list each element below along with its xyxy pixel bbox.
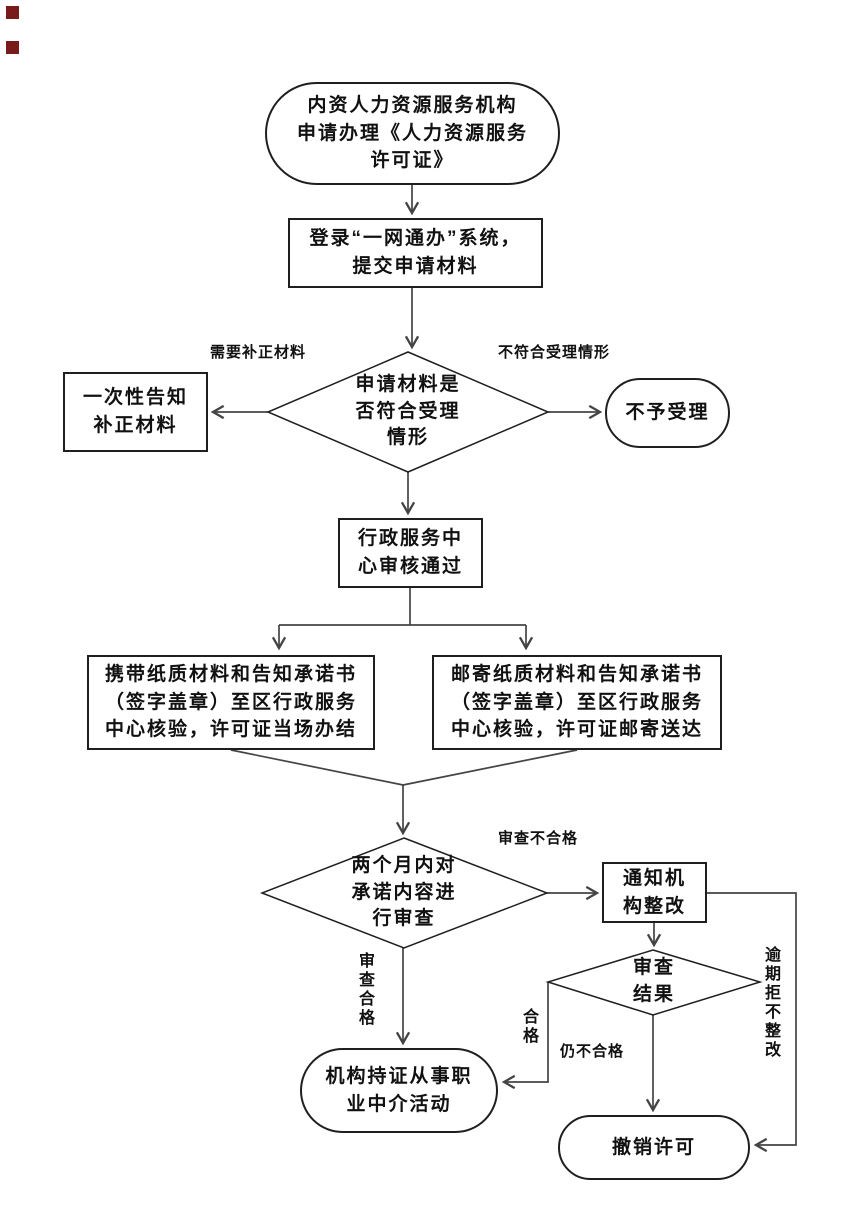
node-line: 中心核验，许可证邮寄送达 — [450, 719, 703, 741]
node-decision-review: 两个月内对 承诺内容进 行审查 — [304, 851, 504, 935]
node-line: 构整改 — [622, 895, 686, 917]
label-pass: 合格 — [520, 1008, 537, 1046]
connector-merge-left — [230, 749, 404, 786]
red-square-marker — [6, 41, 19, 54]
node-line: 申请材料是 — [355, 373, 461, 395]
node-line: （签字盖章）至区行政服务 — [104, 691, 357, 713]
node-line: 承诺内容进 — [351, 881, 457, 903]
node-line: 情形 — [386, 427, 429, 449]
label-review-pass: 审查合格 — [356, 952, 373, 1028]
node-submit-application: 登录“一网通办”系统， 提交申请材料 — [288, 218, 543, 288]
node-line: 提交申请材料 — [352, 256, 479, 277]
node-line: 审查 — [632, 957, 675, 979]
node-line: 行政服务中 — [357, 528, 463, 550]
node-notify-rectify: 通知机 构整改 — [602, 862, 707, 923]
node-line: 中心核验，许可证当场办结 — [104, 719, 357, 741]
node-line: 申请办理《人力资源服务 — [296, 122, 528, 144]
node-line: 不予受理 — [625, 402, 710, 424]
node-line: 通知机 — [622, 867, 686, 889]
label-not-meet-acceptance: 不符合受理情形 — [498, 344, 611, 361]
label-review-fail: 审查不合格 — [498, 830, 579, 847]
node-line: 一次性告知 — [82, 387, 188, 409]
connector-decision3-to-operate — [501, 982, 549, 1090]
node-line: 业中介活动 — [346, 1093, 452, 1115]
decision-diamond-review — [259, 837, 550, 949]
node-decision-accept: 申请材料是 否符合受理 情形 — [308, 370, 508, 454]
node-line: 撤销许可 — [611, 1136, 696, 1158]
decision-diamond-result — [545, 949, 763, 1016]
node-bring-paper: 携带纸质材料和告知承诺书 （签字盖章）至区行政服务 中心核验，许可证当场办结 — [87, 655, 375, 750]
node-line: 心审核通过 — [357, 556, 463, 577]
node-line: 登录“一网通办”系统， — [309, 228, 522, 250]
label-overdue-refuse-rectify: 逾期拒不整改 — [762, 946, 779, 1060]
node-reject: 不予受理 — [605, 378, 730, 448]
connector-rectify-to-revoke — [707, 892, 797, 1153]
node-line: 邮寄纸质材料和告知承诺书 — [450, 664, 703, 686]
node-line: 两个月内对 — [351, 854, 457, 876]
label-need-supplement: 需要补正材料 — [210, 344, 307, 361]
node-line: 行审查 — [372, 908, 436, 930]
red-square-marker — [6, 6, 19, 19]
node-line: 机构持证从事职 — [325, 1065, 473, 1087]
connector-merge-right — [402, 749, 578, 786]
decision-diamond-accept — [266, 351, 550, 473]
node-operate-licensed: 机构持证从事职 业中介活动 — [300, 1048, 498, 1133]
node-notify-fix-materials: 一次性告知 补正材料 — [63, 372, 208, 452]
node-revoke-license: 撤销许可 — [558, 1115, 750, 1180]
node-line: （签字盖章）至区行政服务 — [450, 691, 703, 713]
node-line: 携带纸质材料和告知承诺书 — [104, 664, 357, 686]
node-line: 结果 — [632, 984, 675, 1005]
node-line: 内资人力资源服务机构 — [307, 95, 518, 117]
node-line: 补正材料 — [93, 415, 178, 436]
node-center-approve: 行政服务中 心审核通过 — [338, 518, 483, 588]
node-mail-paper: 邮寄纸质材料和告知承诺书 （签字盖章）至区行政服务 中心核验，许可证邮寄送达 — [432, 655, 722, 750]
label-still-fail: 仍不合格 — [560, 1043, 625, 1060]
node-start: 内资人力资源服务机构 申请办理《人力资源服务 许可证》 — [265, 82, 560, 185]
node-line: 否符合受理 — [355, 400, 461, 422]
node-decision-result: 审查 结果 — [594, 954, 714, 1010]
node-line: 许可证》 — [370, 150, 455, 172]
